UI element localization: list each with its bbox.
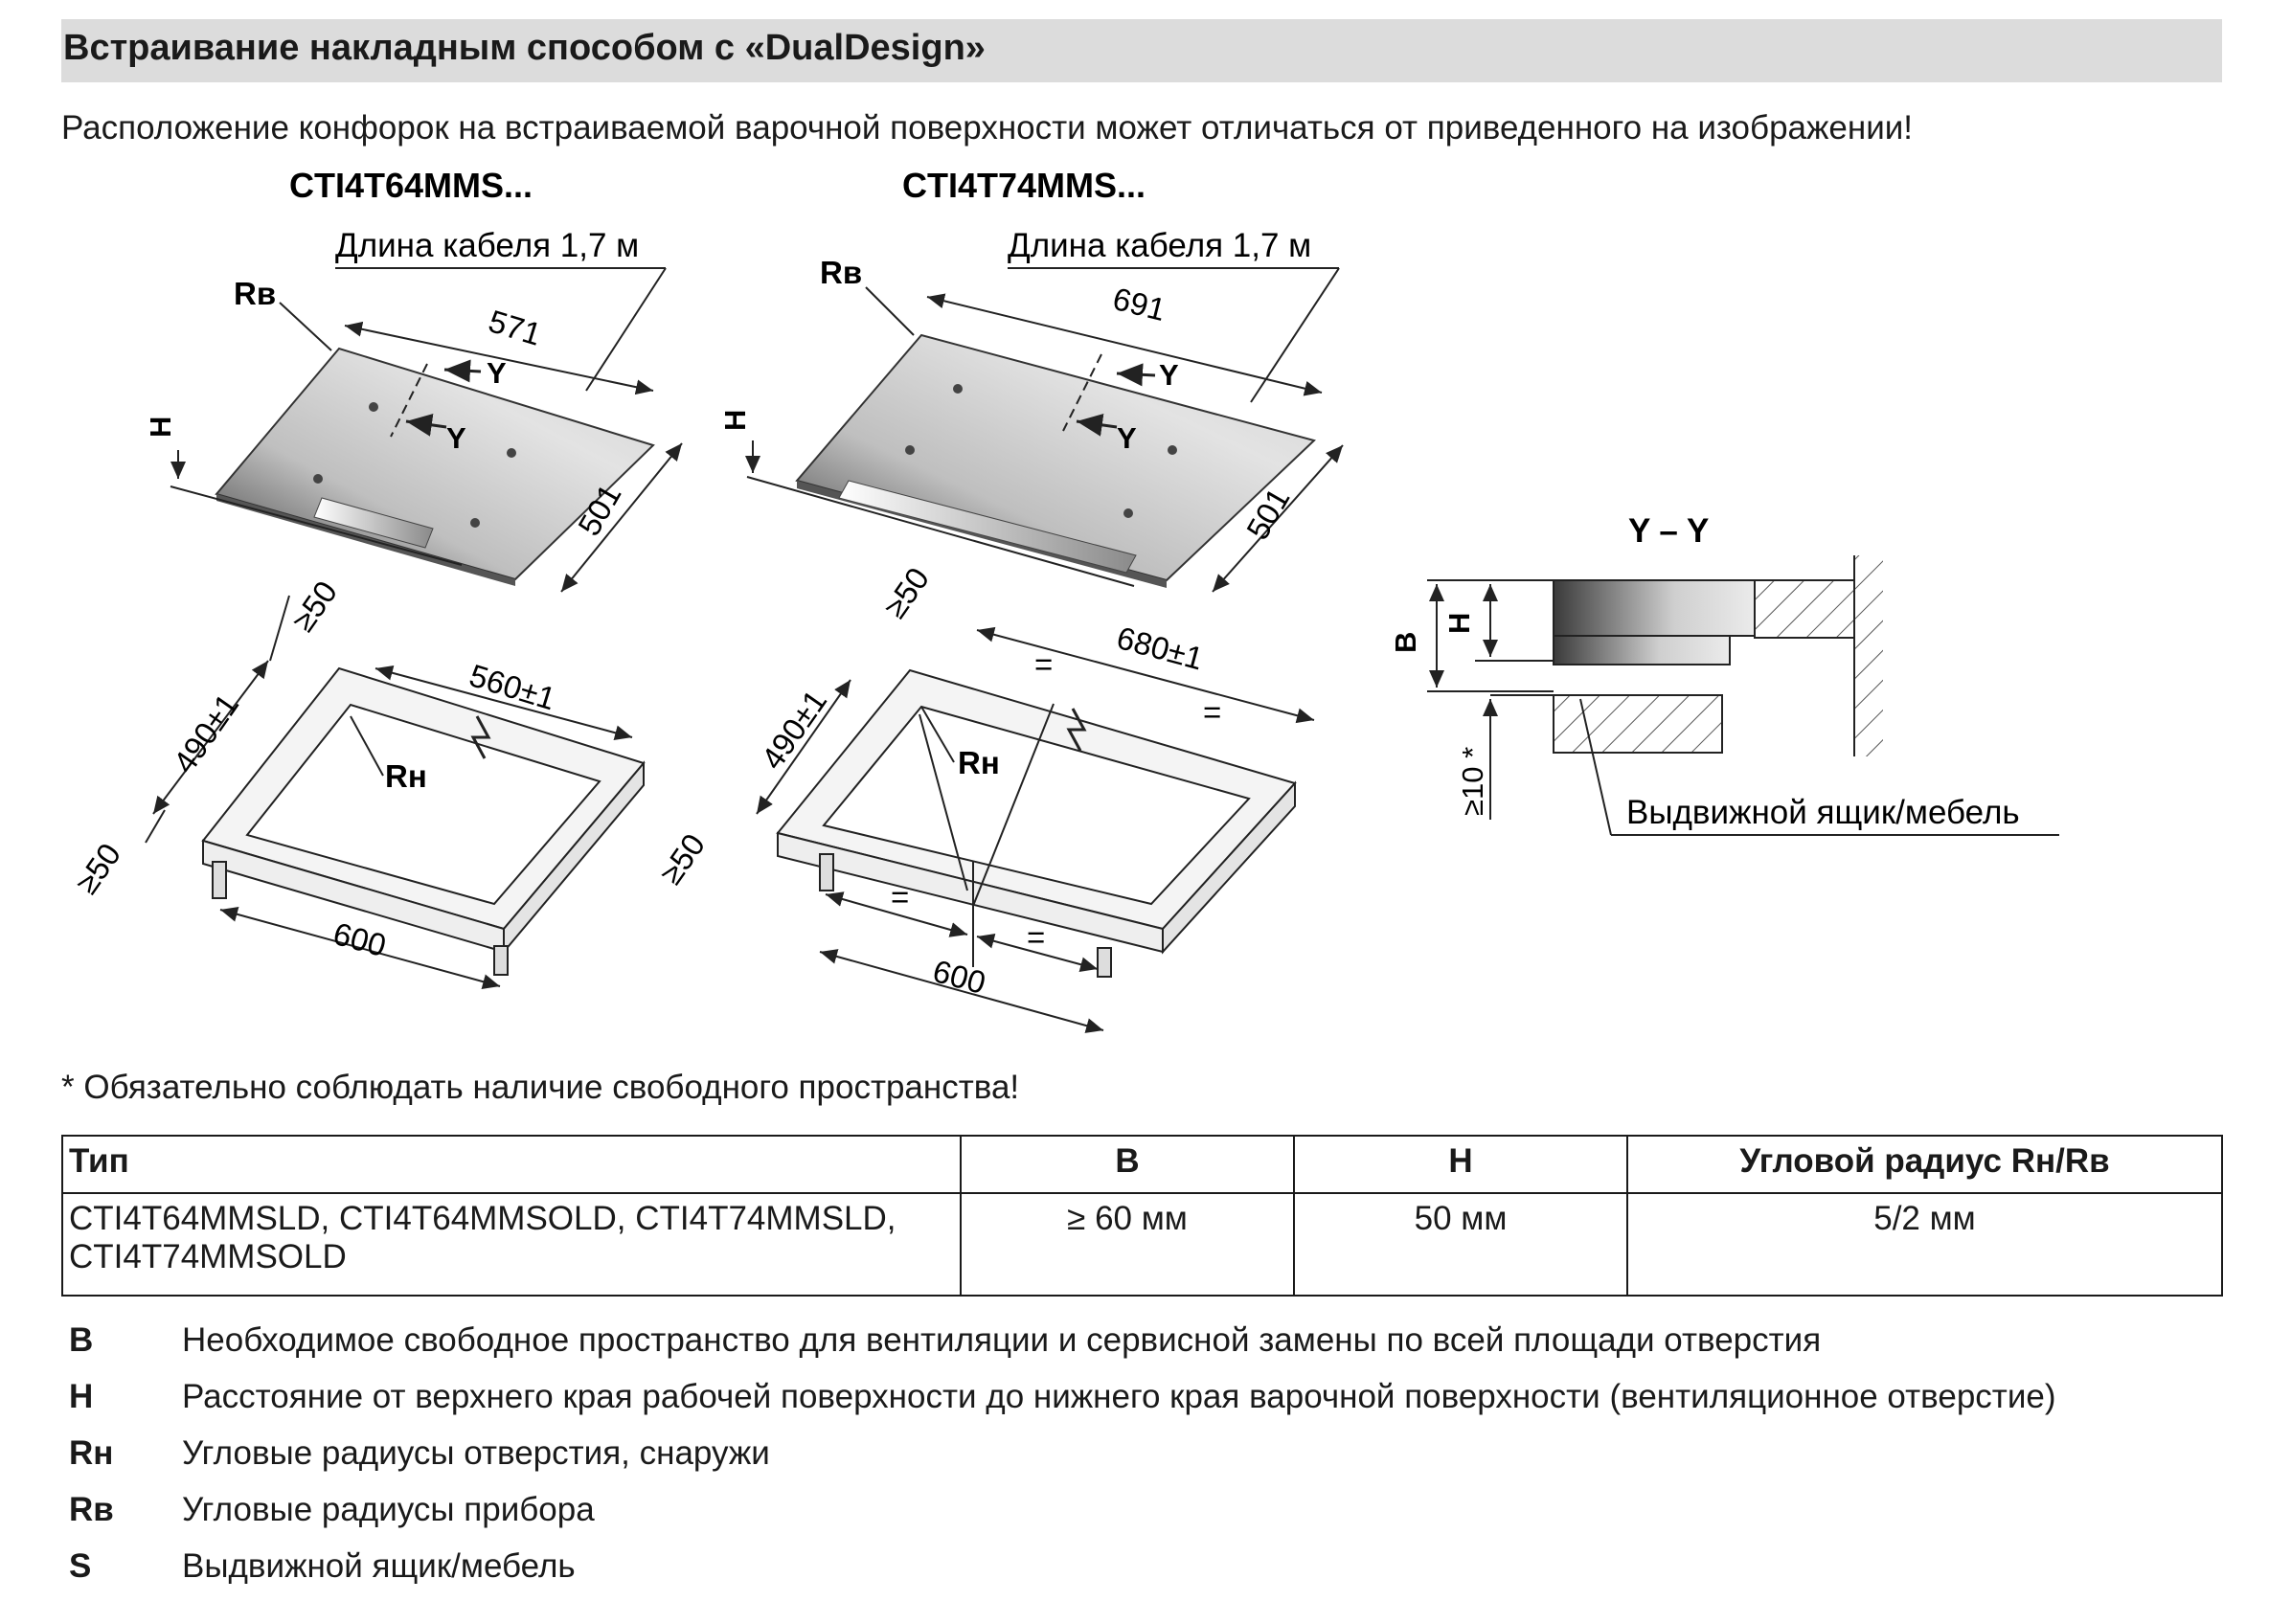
- left-cut-depth-dim: 490±1: [166, 688, 245, 779]
- right-control-strip: [838, 480, 1137, 574]
- left-rb-label: Rв: [234, 276, 276, 311]
- left-hob-drawing: CTI4T64MMS... Длина кабеля 1,7 м Rв 571 …: [68, 166, 683, 989]
- right-h-label: H: [718, 410, 752, 431]
- left-model-label: CTI4T64MMS...: [289, 166, 533, 205]
- table-row: CTI4T64MMSLD, CTI4T64MMSOLD, CTI4T74MMSL…: [61, 1192, 2223, 1297]
- left-y2-label: Y: [446, 421, 466, 455]
- left-cable-label: Длина кабеля 1,7 м: [335, 227, 639, 264]
- left-cut-side-dim: ≥50: [68, 837, 127, 900]
- col-type-header: Тип: [61, 1135, 962, 1194]
- right-cut-width-dim: 680±1: [1113, 620, 1207, 676]
- section-min-label: ≥10 *: [1456, 747, 1489, 816]
- section-header: Встраивание накладным способом с «DualDe…: [61, 19, 2222, 82]
- table-header-row: Тип B H Угловой радиус Rн/Rв: [61, 1135, 2223, 1194]
- col-radius-header: Угловой радиус Rн/Rв: [1626, 1135, 2223, 1194]
- col-b-header: B: [960, 1135, 1295, 1194]
- right-rn-label: Rн: [958, 745, 1000, 780]
- right-rb-label: Rв: [820, 255, 862, 290]
- section-y-drawing: Y – Y B H ≥10 * Выдвижной ящик/мебель: [1389, 512, 2059, 836]
- right-eq-1: =: [1034, 646, 1053, 682]
- right-cable-label: Длина кабеля 1,7 м: [1008, 227, 1311, 264]
- left-control-strip: [313, 497, 434, 549]
- right-width-dim: 691: [1109, 281, 1169, 327]
- right-eq-4: =: [1027, 919, 1045, 955]
- right-model-label: CTI4T74MMS...: [902, 166, 1146, 205]
- cell-b: ≥ 60 мм: [960, 1192, 1295, 1297]
- section-title: Встраивание накладным способом с «DualDe…: [63, 28, 986, 68]
- right-y2-label: Y: [1117, 421, 1137, 455]
- right-hob-drawing: CTI4T74MMS... Длина кабеля 1,7 м Rв 691 …: [652, 166, 1344, 1033]
- right-cabinet-dim: 600: [929, 953, 989, 1001]
- right-eq-3: =: [891, 879, 909, 914]
- left-cut-width-dim: 560±1: [465, 657, 559, 716]
- cell-type: CTI4T64MMSLD, CTI4T64MMSOLD, CTI4T74MMSL…: [61, 1192, 962, 1297]
- cell-h: 50 мм: [1293, 1192, 1628, 1297]
- spec-table: Тип B H Угловой радиус Rн/Rв CTI4T64MMSL…: [61, 1135, 2223, 1297]
- left-y1-label: Y: [487, 356, 507, 390]
- section-title: Y – Y: [1628, 512, 1709, 550]
- col-h-header: H: [1293, 1135, 1628, 1194]
- right-y1-label: Y: [1159, 358, 1179, 392]
- right-cut-front-dim: ≥50: [876, 561, 936, 624]
- left-width-dim: 571: [485, 303, 545, 351]
- left-rn-label: Rн: [385, 758, 427, 794]
- section-b-label: B: [1389, 632, 1422, 653]
- right-eq-2: =: [1203, 694, 1221, 730]
- section-h-label: H: [1442, 613, 1476, 634]
- subtitle: Расположение конфорок на встраиваемой ва…: [61, 109, 1914, 147]
- left-cut-front-dim: ≥50: [284, 575, 344, 638]
- left-hob-plate: [215, 347, 655, 581]
- left-h-label: H: [144, 417, 177, 438]
- right-cut-side-dim: ≥50: [652, 827, 712, 891]
- section-drawer-label: Выдвижной ящик/мебель: [1626, 794, 2020, 831]
- left-cabinet-dim: 600: [329, 915, 390, 963]
- cell-radius: 5/2 мм: [1626, 1192, 2223, 1297]
- footnote: * Обязательно соблюдать наличие свободно…: [61, 1069, 1020, 1106]
- installation-diagram: CTI4T64MMS... Длина кабеля 1,7 м Rв 571 …: [68, 166, 2059, 1033]
